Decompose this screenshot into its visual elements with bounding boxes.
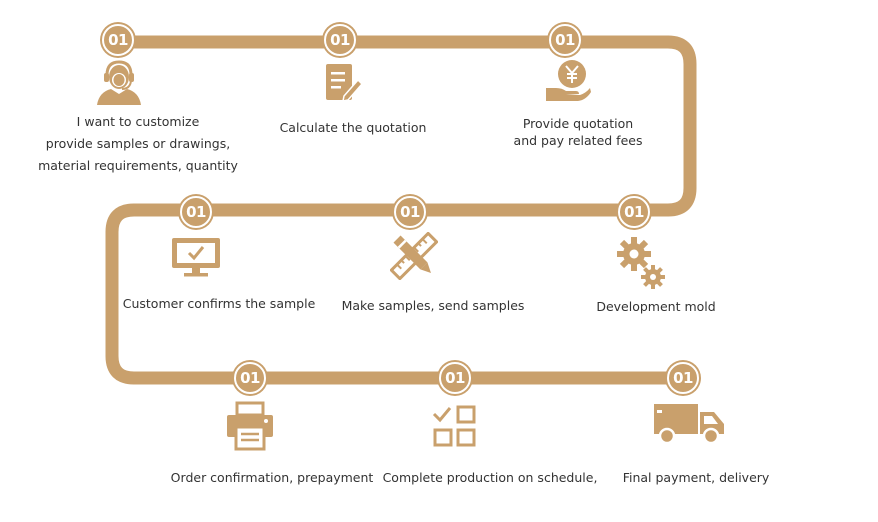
monitor-check-icon [172, 238, 220, 277]
step-5-label: Make samples, send samples [342, 295, 525, 317]
checklist-grid-icon [432, 405, 476, 447]
step-3-label-line-2: and pay related fees [513, 133, 643, 148]
step-2-badge: 01 [324, 24, 356, 56]
step-6-label: Customer confirms the sample [123, 293, 316, 315]
gears-icon [617, 237, 665, 289]
step-5-label-line-1: Make samples, send samples [341, 298, 525, 313]
step-8-label: Complete production on schedule, [383, 467, 598, 489]
document-edit-icon [326, 64, 364, 102]
step-7-badge: 01 [234, 362, 266, 394]
step-1-label-line-2: provide samples or drawings, [45, 136, 231, 151]
step-3-label-line-1: Provide quotation [522, 116, 634, 131]
step-6-badge: 01 [180, 196, 212, 228]
yuan-coin-hand-icon [546, 60, 591, 101]
step-9-label: Final payment, delivery [623, 467, 770, 489]
step-8-label-line-1: Complete production on schedule, [382, 470, 598, 485]
step-4-label: Development mold [596, 296, 715, 318]
step-1-label-line-1: I want to customize [76, 114, 200, 129]
step-9-label-line-1: Final payment, delivery [622, 470, 770, 485]
step-7-label-line-1: Order confirmation, prepayment [170, 470, 374, 485]
step-2-label: Calculate the quotation [280, 117, 427, 139]
ruler-pencil-icon [390, 232, 438, 280]
step-1-label-line-3: material requirements, quantity [38, 158, 238, 173]
step-4-badge: 01 [618, 196, 650, 228]
step-4-label-line-1: Development mold [596, 299, 716, 314]
step-6-label-line-1: Customer confirms the sample [122, 296, 316, 311]
step-3-badge: 01 [549, 24, 581, 56]
step-9-badge: 01 [667, 362, 699, 394]
printer-icon [227, 401, 273, 451]
step-7-label: Order confirmation, prepayment [171, 467, 374, 489]
step-1-badge: 01 [102, 24, 134, 56]
delivery-truck-icon [654, 404, 724, 444]
step-2-label-line-1: Calculate the quotation [279, 120, 427, 135]
step-5-badge: 01 [394, 196, 426, 228]
step-8-badge: 01 [439, 362, 471, 394]
step-3-label: Provide quotation and pay related fees [514, 115, 643, 149]
step-1-label: I want to customize provide samples or d… [38, 111, 238, 177]
customer-service-icon [97, 60, 141, 105]
